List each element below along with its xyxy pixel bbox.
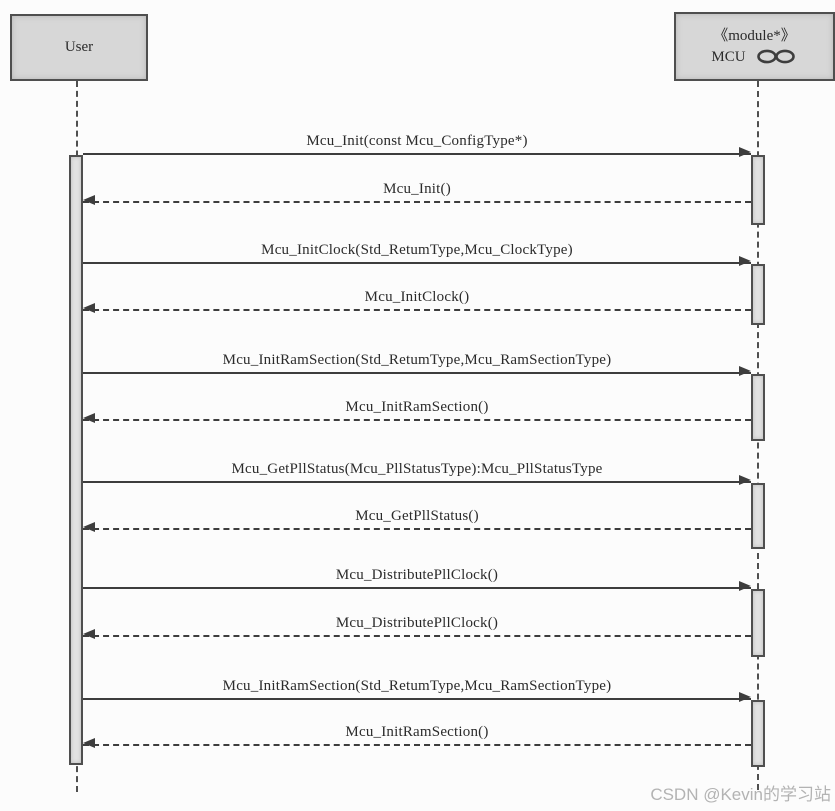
arrowhead-right-icon — [739, 581, 751, 591]
arrowhead-left-icon — [83, 195, 95, 205]
message-return-mcu-distributepllclock: Mcu_DistributePllClock() — [83, 611, 751, 639]
message-label: Mcu_InitClock() — [364, 289, 470, 305]
actor-label-mcu: MCU — [711, 48, 746, 65]
message-call-mcu-initclock: Mcu_InitClock(Std_RetumType,Mcu_ClockTyp… — [83, 238, 751, 266]
arrowhead-right-icon — [739, 256, 751, 266]
activation-bar-mcu-2 — [751, 264, 765, 325]
activation-bar-mcu-3 — [751, 374, 765, 441]
message-label: Mcu_GetPllStatus() — [355, 508, 479, 524]
message-call-mcu-getpllstatus: Mcu_GetPllStatus(Mcu_PllStatusType):Mcu_… — [83, 457, 751, 485]
actor-stereotype: 《module*》 — [713, 28, 796, 45]
activation-bar-mcu-1 — [751, 155, 765, 225]
message-label: Mcu_InitRamSection(Std_RetumType,Mcu_Ram… — [222, 678, 612, 694]
message-call-mcu-distributepllclock: Mcu_DistributePllClock() — [83, 563, 751, 591]
activation-bar-user — [69, 155, 83, 765]
message-label: Mcu_InitRamSection() — [345, 399, 489, 415]
message-call-mcu-init: Mcu_Init(const Mcu_ConfigType*) — [83, 129, 751, 157]
activation-bar-mcu-6 — [751, 700, 765, 767]
arrowhead-right-icon — [739, 475, 751, 485]
message-label: Mcu_Init() — [383, 181, 451, 197]
activation-bar-mcu-4 — [751, 483, 765, 549]
message-return-mcu-init: Mcu_Init() — [83, 177, 751, 205]
linked-rings-icon — [756, 49, 798, 64]
message-label: Mcu_DistributePllClock() — [335, 615, 499, 631]
activation-bar-mcu-5 — [751, 589, 765, 657]
arrowhead-left-icon — [83, 738, 95, 748]
actor-label-user: User — [64, 39, 94, 55]
arrowhead-left-icon — [83, 522, 95, 532]
arrowhead-left-icon — [83, 629, 95, 639]
message-label: Mcu_InitRamSection() — [345, 724, 489, 740]
message-return-mcu-initclock: Mcu_InitClock() — [83, 285, 751, 313]
arrowhead-left-icon — [83, 303, 95, 313]
message-label: Mcu_InitClock(Std_RetumType,Mcu_ClockTyp… — [261, 242, 573, 258]
message-call-mcu-initramsection: Mcu_InitRamSection(Std_RetumType,Mcu_Ram… — [83, 348, 751, 376]
message-return-mcu-getpllstatus: Mcu_GetPllStatus() — [83, 504, 751, 532]
arrowhead-left-icon — [83, 413, 95, 423]
arrowhead-right-icon — [739, 366, 751, 376]
message-call-mcu-initramsection-2: Mcu_InitRamSection(Std_RetumType,Mcu_Ram… — [83, 674, 751, 702]
actor-box-mcu: 《module*》 MCU — [674, 12, 835, 81]
message-return-mcu-initramsection-2: Mcu_InitRamSection() — [83, 720, 751, 748]
actor-box-user: User — [10, 14, 148, 81]
message-label: Mcu_InitRamSection(Std_RetumType,Mcu_Ram… — [222, 352, 612, 368]
message-return-mcu-initramsection: Mcu_InitRamSection() — [83, 395, 751, 423]
message-label: Mcu_DistributePllClock() — [335, 567, 499, 583]
message-label: Mcu_Init(const Mcu_ConfigType*) — [306, 133, 528, 149]
watermark: CSDN @Kevin的学习站 — [650, 785, 831, 804]
arrowhead-right-icon — [739, 147, 751, 157]
message-label: Mcu_GetPllStatus(Mcu_PllStatusType):Mcu_… — [231, 461, 603, 477]
arrowhead-right-icon — [739, 692, 751, 702]
